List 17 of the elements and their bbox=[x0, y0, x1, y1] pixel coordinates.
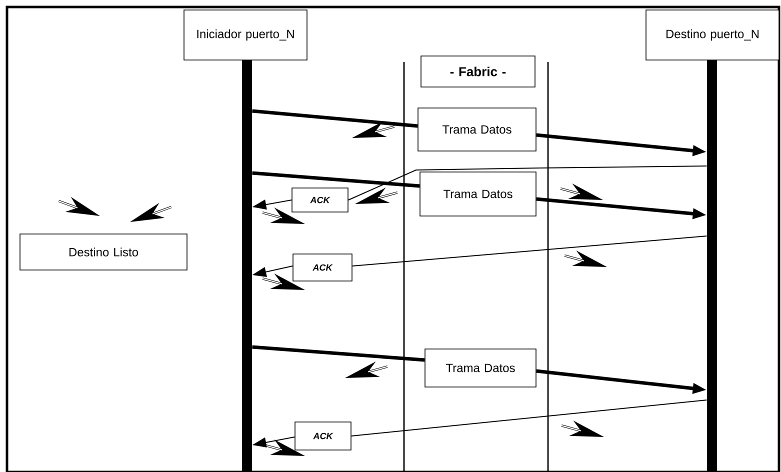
frame-box: Trama Datos bbox=[418, 108, 536, 152]
frame-box: Trama Datos bbox=[424, 348, 536, 388]
connector-line bbox=[252, 171, 420, 188]
connector-line bbox=[348, 166, 708, 200]
connector-line bbox=[252, 345, 425, 362]
fabric-label-box: - Fabric - bbox=[420, 56, 536, 88]
connector-line bbox=[252, 109, 418, 128]
ack-box: ACK bbox=[294, 422, 352, 450]
frame-box: Trama Datos bbox=[420, 172, 536, 216]
participant-box: Iniciador puerto_N bbox=[184, 10, 308, 60]
connector-line bbox=[352, 236, 708, 266]
participant-box: Destino puerto_N bbox=[646, 10, 780, 60]
ack-box: ACK bbox=[292, 254, 352, 282]
ack-box: ACK bbox=[292, 188, 348, 212]
connector-line bbox=[350, 400, 708, 436]
lifeline-bar bbox=[707, 60, 717, 472]
status-box: Destino Listo bbox=[20, 234, 188, 270]
